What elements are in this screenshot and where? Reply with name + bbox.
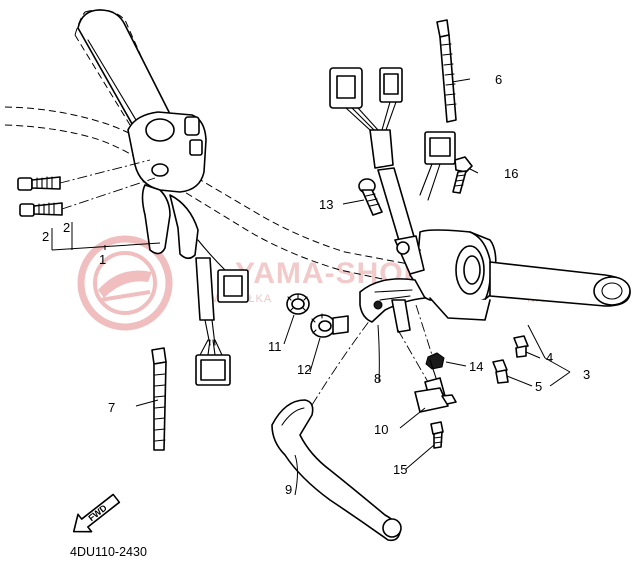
nut-14 xyxy=(425,352,445,370)
right-grip xyxy=(489,261,631,307)
left-switch-harness xyxy=(195,239,249,386)
callout-5: 5 xyxy=(535,379,542,394)
callout-9: 9 xyxy=(285,482,292,497)
callout-15: 15 xyxy=(393,462,407,477)
bolt-13 xyxy=(358,178,383,216)
screw-15 xyxy=(430,421,444,449)
right-switch-harness xyxy=(329,67,456,245)
callout-4: 4 xyxy=(546,350,553,365)
clutch-lever-9 xyxy=(271,399,402,542)
left-grip xyxy=(77,9,173,139)
screw-2-upper xyxy=(17,176,61,191)
screw-2-lower xyxy=(19,202,63,217)
callout-16: 16 xyxy=(504,166,518,181)
callout-2a: 2 xyxy=(42,229,49,244)
fwd-arrow: FWD xyxy=(72,493,121,533)
left-handlebar-switch xyxy=(127,111,207,260)
callout-1: 1 xyxy=(99,252,106,267)
callout-6: 6 xyxy=(495,72,502,87)
adjuster-11 xyxy=(286,293,310,315)
callout-12: 12 xyxy=(297,362,311,377)
clutch-switch-10 xyxy=(414,359,457,413)
right-handlebar-switch xyxy=(409,229,497,321)
adjuster-12 xyxy=(310,313,349,338)
callout-3: 3 xyxy=(583,367,590,382)
callout-10: 10 xyxy=(374,422,388,437)
callout-8: 8 xyxy=(374,371,381,386)
callout-14: 14 xyxy=(469,359,483,374)
callout-13: 13 xyxy=(319,197,333,212)
diagram-code: 4DU110-2430 xyxy=(70,545,147,559)
leader-lines xyxy=(51,78,571,496)
cable-tie-7 xyxy=(151,347,167,451)
lever-holder-8 xyxy=(359,235,426,333)
cable-tie-6 xyxy=(436,19,457,123)
bolt-16 xyxy=(452,156,473,194)
callout-2b: 2 xyxy=(63,220,70,235)
watermark-logo xyxy=(77,235,173,331)
screw-4 xyxy=(513,335,529,358)
screw-5 xyxy=(492,359,509,384)
callout-7: 7 xyxy=(108,400,115,415)
callouts: 1 2 2 3 4 5 6 7 8 9 10 11 12 13 14 15 16 xyxy=(42,72,590,497)
callout-11: 11 xyxy=(268,339,282,354)
